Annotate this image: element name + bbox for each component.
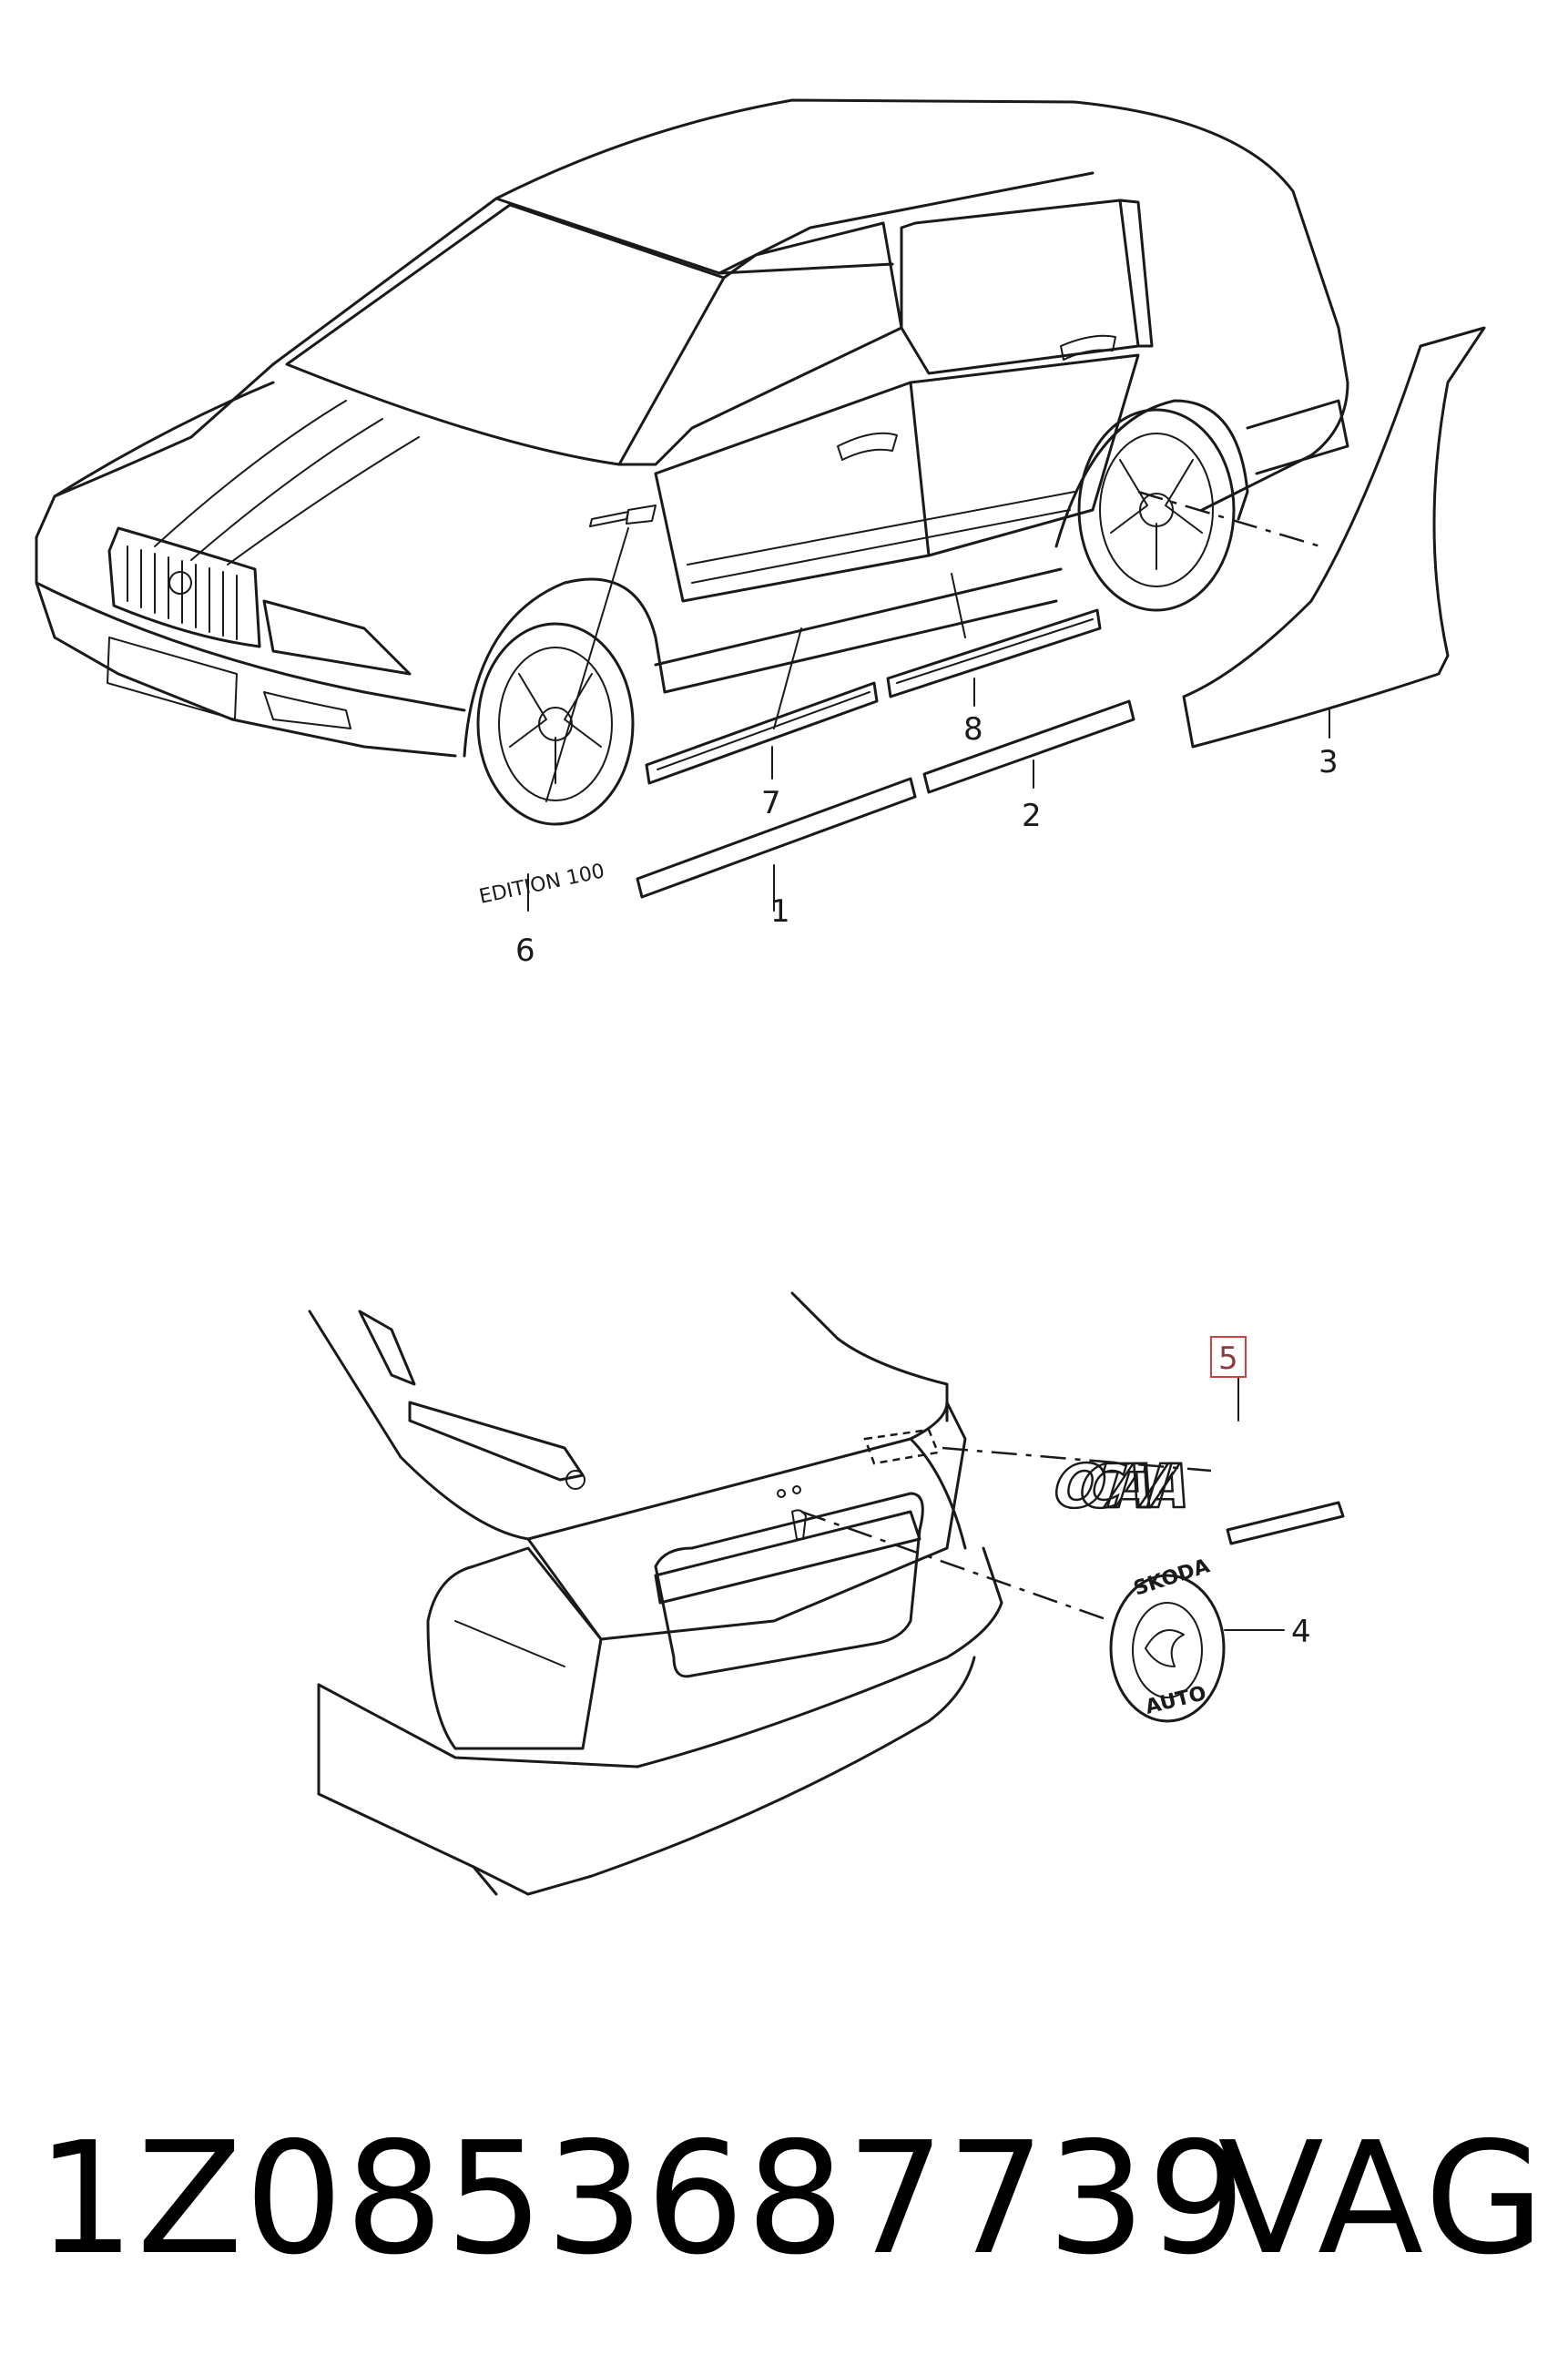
callout-6: 6 (515, 933, 535, 969)
callout-5-highlight (1210, 1336, 1247, 1378)
leader-lines-top (527, 490, 1330, 912)
emblem-top-text: SKODA (1131, 1554, 1212, 1600)
callout-1: 1 (770, 893, 790, 930)
callout-8: 8 (963, 711, 983, 748)
edition-badge-text: EDITION 100 (477, 860, 606, 909)
strip-8 (886, 608, 1102, 698)
callout-2: 2 (1022, 798, 1042, 834)
octavia-lettering: OCTAVIA (1050, 1451, 1345, 1545)
callout-5: 5 (1218, 1340, 1238, 1377)
callout-7: 7 (761, 785, 781, 821)
car-front-view (35, 98, 1349, 826)
strip-1 (636, 777, 917, 899)
callout-3: 3 (1319, 744, 1339, 780)
octavia-text: OCTAVIA (1051, 1452, 1195, 1522)
strip-2 (922, 699, 1135, 794)
skoda-emblem: SKODA AUTO (1109, 1554, 1226, 1723)
strip-7 (645, 681, 879, 785)
strip-3 (1182, 326, 1486, 749)
car-rear-view (308, 1291, 1003, 1896)
brand-name: VAG (1217, 2109, 1548, 2289)
callout-4: 4 (1291, 1614, 1311, 1650)
leader-lines-bottom (800, 1374, 1285, 1631)
footer: 1Z0853687739 VAG (36, 2095, 1548, 2304)
part-number: 1Z0853687739 (36, 2109, 1248, 2289)
molding-strips (636, 326, 1486, 899)
emblem-bottom-text: AUTO (1143, 1682, 1208, 1719)
